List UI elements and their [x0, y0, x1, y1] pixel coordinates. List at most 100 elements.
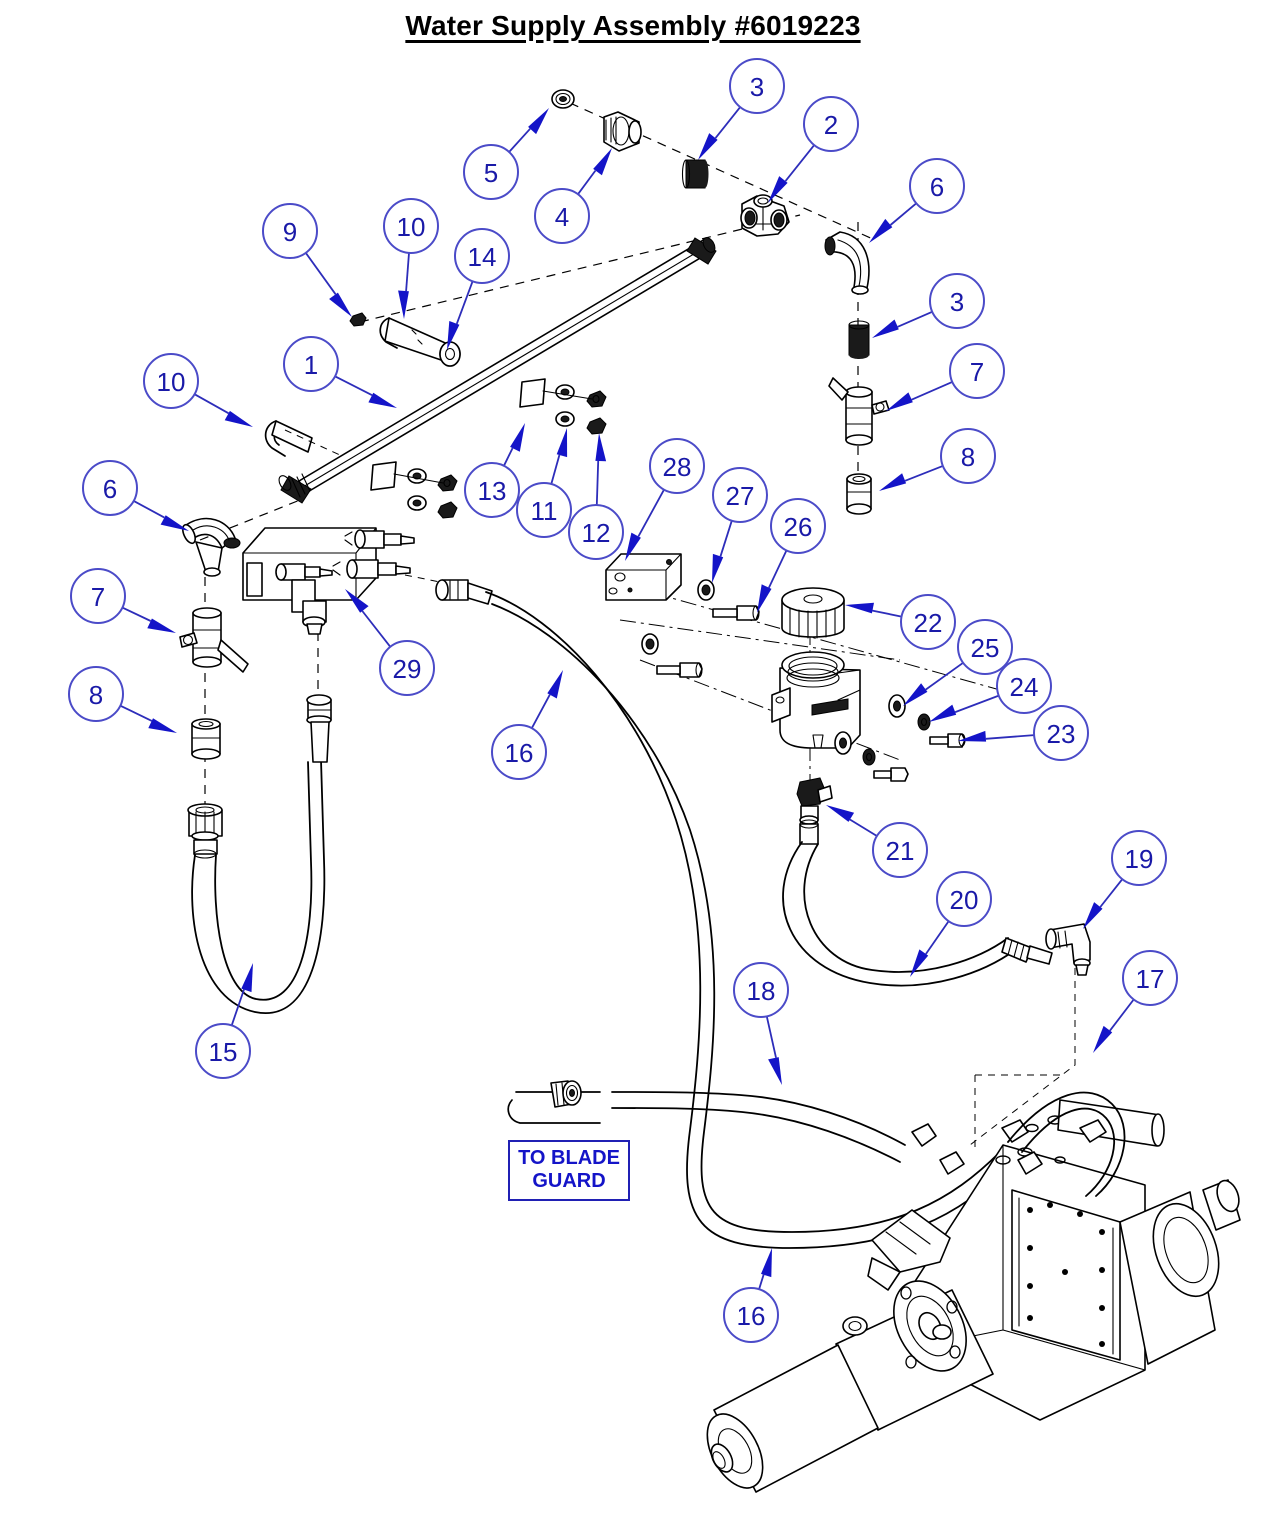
leader-line	[531, 694, 551, 729]
callout-bubble[interactable]	[996, 658, 1052, 714]
callout-3-8[interactable]: 3	[872, 273, 985, 338]
callout-bubble[interactable]	[940, 428, 996, 484]
callout-29-26[interactable]: 29	[345, 589, 435, 696]
callout-bubble[interactable]	[1122, 950, 1178, 1006]
callout-bubble[interactable]	[283, 336, 339, 392]
callout-15-33[interactable]: 15	[195, 963, 253, 1079]
callout-bubble[interactable]	[568, 504, 624, 560]
callout-6-13[interactable]: 6	[82, 460, 189, 531]
callout-number: 8	[89, 680, 103, 710]
callout-number: 27	[726, 481, 755, 511]
part-24-lock-washer-2	[862, 748, 876, 766]
part-23-bolt-2	[873, 767, 909, 782]
part-20-drain-hose	[782, 819, 1053, 987]
callout-bubble[interactable]	[770, 498, 826, 554]
callout-3-0[interactable]: 3	[698, 58, 785, 160]
callout-bubble[interactable]	[491, 724, 547, 780]
callout-26-19[interactable]: 26	[757, 498, 826, 613]
callout-bubble[interactable]	[464, 462, 520, 518]
part-27-washer-lower	[641, 633, 659, 655]
callout-5-2[interactable]: 5	[463, 108, 549, 200]
part-18-feed-hose	[611, 1091, 906, 1163]
leader-line	[954, 694, 1000, 713]
callout-20-29[interactable]: 20	[910, 871, 992, 977]
callout-bubble[interactable]	[383, 198, 439, 254]
part-7-ball-valve-left	[179, 607, 249, 673]
callout-bubble[interactable]	[733, 962, 789, 1018]
callout-bubble[interactable]	[723, 1287, 779, 1343]
callout-23-23[interactable]: 23	[958, 705, 1089, 761]
callout-bubble[interactable]	[872, 822, 928, 878]
callout-bubble[interactable]	[803, 96, 859, 152]
callout-bubble[interactable]	[68, 666, 124, 722]
callout-bubble[interactable]	[909, 158, 965, 214]
callout-12-16[interactable]: 12	[568, 433, 624, 560]
callout-number: 23	[1047, 719, 1076, 749]
callout-18-32[interactable]: 18	[733, 962, 789, 1085]
callout-11-15[interactable]: 11	[516, 428, 572, 538]
callout-24-22[interactable]: 24	[929, 658, 1052, 722]
note-line-2: GUARD	[532, 1170, 606, 1192]
callout-bubble[interactable]	[262, 203, 318, 259]
callout-7-24[interactable]: 7	[70, 568, 176, 633]
callout-bubble[interactable]	[143, 353, 199, 409]
arrowhead-icon	[147, 618, 176, 633]
part-1-water-pipe	[278, 237, 717, 504]
callout-21-28[interactable]: 21	[826, 805, 928, 878]
callout-8-25[interactable]: 8	[68, 666, 177, 733]
callout-bubble[interactable]	[516, 482, 572, 538]
callout-14-7[interactable]: 14	[447, 228, 510, 350]
callout-10-6[interactable]: 10	[383, 198, 439, 319]
callout-bubble[interactable]	[957, 619, 1013, 675]
leader-line	[1099, 878, 1124, 908]
callout-27-18[interactable]: 27	[712, 467, 768, 583]
leader-line	[405, 252, 410, 292]
callout-bubble[interactable]	[729, 58, 785, 114]
callout-7-11[interactable]: 7	[886, 343, 1005, 411]
callout-bubble[interactable]	[712, 467, 768, 523]
callout-number: 3	[950, 287, 964, 317]
arrowhead-icon	[241, 963, 253, 993]
callout-bubble[interactable]	[949, 343, 1005, 399]
callout-bubble[interactable]	[929, 273, 985, 329]
arrowhead-icon	[329, 292, 352, 317]
callout-bubble[interactable]	[463, 144, 519, 200]
callout-1-9[interactable]: 1	[283, 336, 397, 408]
callout-16-27[interactable]: 16	[491, 670, 563, 780]
part-13-plate-lower	[370, 461, 397, 491]
manifold-elbow-outlet	[291, 579, 327, 635]
part-7-ball-valve-right	[828, 377, 890, 446]
leader-line	[904, 465, 944, 482]
leader-line	[122, 606, 152, 622]
callout-bubble[interactable]	[82, 460, 138, 516]
callout-number: 3	[750, 72, 764, 102]
callout-bubble[interactable]	[900, 594, 956, 650]
arrowhead-icon	[910, 949, 929, 977]
arrowhead-icon	[768, 176, 788, 203]
callout-25-21[interactable]: 25	[903, 619, 1013, 706]
callout-8-12[interactable]: 8	[879, 428, 996, 491]
callout-bubble[interactable]	[534, 188, 590, 244]
callout-28-17[interactable]: 28	[625, 438, 705, 561]
arrowhead-icon	[761, 1248, 772, 1278]
callout-9-5[interactable]: 9	[262, 203, 352, 317]
callout-bubble[interactable]	[1033, 705, 1089, 761]
callout-bubble[interactable]	[70, 568, 126, 624]
callout-17-31[interactable]: 17	[1093, 950, 1178, 1053]
callout-22-20[interactable]: 22	[845, 594, 956, 650]
callout-16-34[interactable]: 16	[723, 1248, 779, 1343]
callout-bubble[interactable]	[936, 871, 992, 927]
callout-2-1[interactable]: 2	[768, 96, 859, 203]
leader-line	[719, 520, 733, 557]
callout-bubble[interactable]	[1111, 830, 1167, 886]
callout-6-4[interactable]: 6	[869, 158, 965, 243]
callout-10-10[interactable]: 10	[143, 353, 253, 427]
callout-bubble[interactable]	[454, 228, 510, 284]
callout-4-3[interactable]: 4	[534, 148, 612, 244]
callout-19-30[interactable]: 19	[1083, 830, 1167, 929]
leader-line	[503, 447, 514, 467]
callout-bubble[interactable]	[195, 1023, 251, 1079]
callout-13-14[interactable]: 13	[464, 423, 525, 518]
callout-bubble[interactable]	[649, 438, 705, 494]
callout-bubble[interactable]	[379, 640, 435, 696]
